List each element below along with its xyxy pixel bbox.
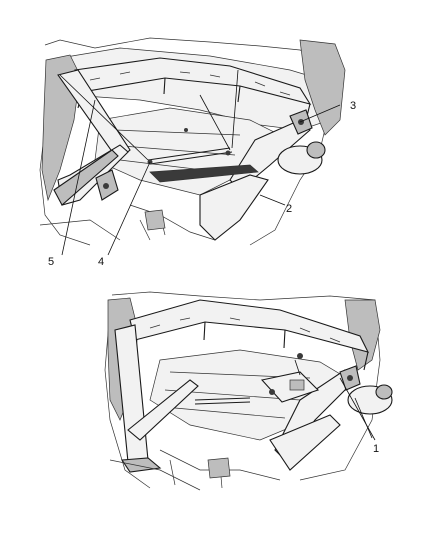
callout-labels: 1 2 3 4 5 — [48, 100, 379, 455]
callout-5: 5 — [48, 256, 54, 268]
callout-4: 4 — [98, 256, 104, 268]
lower-illustration — [104, 291, 393, 491]
callout-3: 3 — [350, 100, 356, 112]
callout-1: 1 — [373, 443, 379, 455]
upper-leaders — [59, 69, 341, 256]
upper-illustration — [39, 37, 346, 246]
lower-leaders — [294, 359, 376, 441]
callout-2: 2 — [286, 203, 292, 215]
